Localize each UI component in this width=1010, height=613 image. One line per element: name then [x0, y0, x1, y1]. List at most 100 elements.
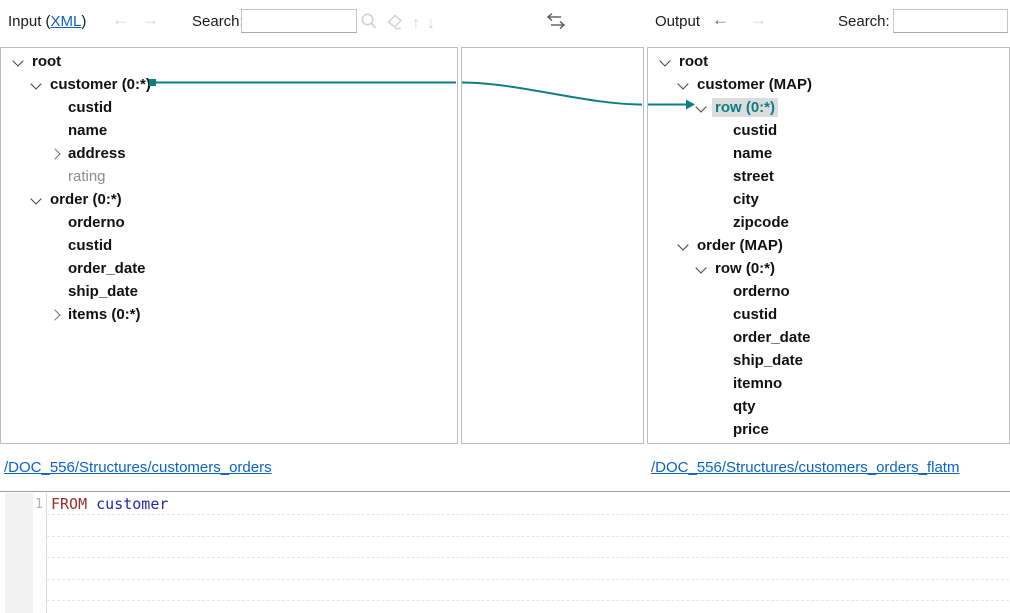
- tree-item-custid[interactable]: custid: [648, 119, 1009, 142]
- input-back-arrow[interactable]: ←: [112, 10, 129, 29]
- tree-item-label: qty: [733, 398, 756, 415]
- clear-search-icon[interactable]: [385, 12, 405, 36]
- tree-item-label: address: [68, 145, 126, 162]
- search-icon[interactable]: [360, 12, 378, 36]
- input-tree-panel: root customer (0:*) custid name address ratin…: [0, 47, 458, 444]
- tree-item-city[interactable]: city: [648, 188, 1009, 211]
- chevron-down-icon[interactable]: [29, 73, 47, 96]
- tree-item-custid[interactable]: custid: [1, 96, 457, 119]
- code-line[interactable]: FROM customer: [47, 494, 1009, 516]
- output-tree-panel: root customer (MAP) row (0:*) custid name str…: [647, 47, 1010, 444]
- chevron-spacer: [712, 280, 730, 303]
- tree-item-label: custid: [733, 306, 778, 323]
- tree-item-root[interactable]: root: [648, 50, 1009, 73]
- output-structure-link[interactable]: /DOC_556/Structures/customers_orders_fla…: [651, 459, 960, 476]
- tree-item-order-date[interactable]: order_date: [648, 326, 1009, 349]
- chevron-spacer: [712, 188, 730, 211]
- input-structure-link[interactable]: /DOC_556/Structures/customers_orders: [4, 459, 272, 476]
- input-forward-arrow[interactable]: →: [142, 10, 159, 29]
- chevron-down-icon[interactable]: [658, 50, 676, 73]
- input-search-label: Search:: [192, 13, 244, 30]
- tree-item-custid[interactable]: custid: [1, 234, 457, 257]
- output-search-input[interactable]: [893, 9, 1008, 33]
- input-xml-link[interactable]: XML: [50, 13, 82, 30]
- tree-item-label: rating: [68, 168, 106, 185]
- tree-item-name[interactable]: name: [1, 119, 457, 142]
- tree-item-custid[interactable]: custid: [648, 303, 1009, 326]
- tree-item-zipcode[interactable]: zipcode: [648, 211, 1009, 234]
- chevron-spacer: [712, 142, 730, 165]
- tree-item-label: row (0:*): [715, 260, 775, 277]
- chevron-spacer: [712, 349, 730, 372]
- tree-item-orderno[interactable]: orderno: [1, 211, 457, 234]
- code-line-empty[interactable]: [47, 580, 1009, 601]
- code-line-empty[interactable]: [47, 558, 1009, 580]
- code-line-text: FROM customer: [47, 495, 168, 513]
- tree-item-orderno[interactable]: orderno: [648, 280, 1009, 303]
- tree-item-name[interactable]: name: [648, 142, 1009, 165]
- tree-item-label: name: [733, 145, 773, 162]
- tree-item-label: custid: [733, 122, 778, 139]
- chevron-down-icon[interactable]: [676, 73, 694, 96]
- tree-item-row-0[interactable]: row (0:*): [648, 257, 1009, 280]
- chevron-spacer: [47, 211, 65, 234]
- output-forward-arrow[interactable]: →: [750, 10, 767, 29]
- chevron-down-icon[interactable]: [694, 257, 712, 280]
- tree-item-qty[interactable]: qty: [648, 395, 1009, 418]
- tree-item-order-map[interactable]: order (MAP): [648, 234, 1009, 257]
- chevron-down-icon[interactable]: [11, 50, 29, 73]
- tree-item-order-date[interactable]: order_date: [1, 257, 457, 280]
- tree-item-rating[interactable]: rating: [1, 165, 457, 188]
- chevron-right-icon[interactable]: [47, 303, 65, 326]
- tree-item-label: order_date: [68, 260, 146, 277]
- tree-item-label: customer (0:*): [50, 76, 151, 93]
- tree-item-label: root: [32, 53, 62, 70]
- tree-item-root[interactable]: root: [1, 50, 457, 73]
- line-number: 1: [35, 497, 43, 512]
- editor-lines[interactable]: FROM customer: [47, 494, 1009, 613]
- tree-item-label: customer (MAP): [697, 76, 813, 93]
- tree-item-street[interactable]: street: [648, 165, 1009, 188]
- find-next-icon[interactable]: ↓: [427, 15, 435, 32]
- tree-item-row-0[interactable]: row (0:*): [648, 96, 1009, 119]
- tree-item-itemno[interactable]: itemno: [648, 372, 1009, 395]
- tree-item-label: street: [733, 168, 774, 185]
- tree-item-ship-date[interactable]: ship_date: [1, 280, 457, 303]
- tree-item-price[interactable]: price: [648, 418, 1009, 441]
- chevron-down-icon[interactable]: [694, 96, 712, 119]
- chevron-spacer: [712, 326, 730, 349]
- output-search-label: Search:: [838, 13, 890, 30]
- tree-item-order-0[interactable]: order (0:*): [1, 188, 457, 211]
- tree-item-label: zipcode: [733, 214, 789, 231]
- tree-item-address[interactable]: address: [1, 142, 457, 165]
- tree-item-label: city: [733, 191, 759, 208]
- tree-item-label: name: [68, 122, 108, 139]
- tree-item-customer-0[interactable]: customer (0:*): [1, 73, 457, 96]
- find-previous-icon[interactable]: ↑: [412, 15, 420, 32]
- expression-editor[interactable]: 1 FROM customer: [0, 491, 1010, 613]
- tree-item-ship-date[interactable]: ship_date: [648, 349, 1009, 372]
- tree-item-label: custid: [68, 237, 113, 254]
- swap-direction-icon[interactable]: [544, 11, 568, 38]
- chevron-spacer: [47, 280, 65, 303]
- output-back-arrow[interactable]: ←: [712, 10, 729, 29]
- chevron-down-icon[interactable]: [676, 234, 694, 257]
- chevron-spacer: [712, 395, 730, 418]
- input-panel-title: Input (XML): [8, 13, 86, 30]
- tree-item-customer-map[interactable]: customer (MAP): [648, 73, 1009, 96]
- code-line-empty[interactable]: [47, 537, 1009, 559]
- code-line-empty[interactable]: [47, 601, 1009, 613]
- tree-item-label: ship_date: [733, 352, 804, 369]
- search-actions: ↑ ↓: [360, 12, 435, 36]
- input-search-input[interactable]: [241, 9, 357, 33]
- tree-item-label: row (0:*): [712, 98, 778, 117]
- tree-item-label: price: [733, 421, 769, 438]
- chevron-spacer: [47, 165, 65, 188]
- code-token-plain: [87, 495, 96, 513]
- tree-item-items-0[interactable]: items (0:*): [1, 303, 457, 326]
- code-line-empty[interactable]: [47, 515, 1009, 537]
- chevron-right-icon[interactable]: [47, 142, 65, 165]
- tree-item-label: custid: [68, 99, 113, 116]
- chevron-down-icon[interactable]: [29, 188, 47, 211]
